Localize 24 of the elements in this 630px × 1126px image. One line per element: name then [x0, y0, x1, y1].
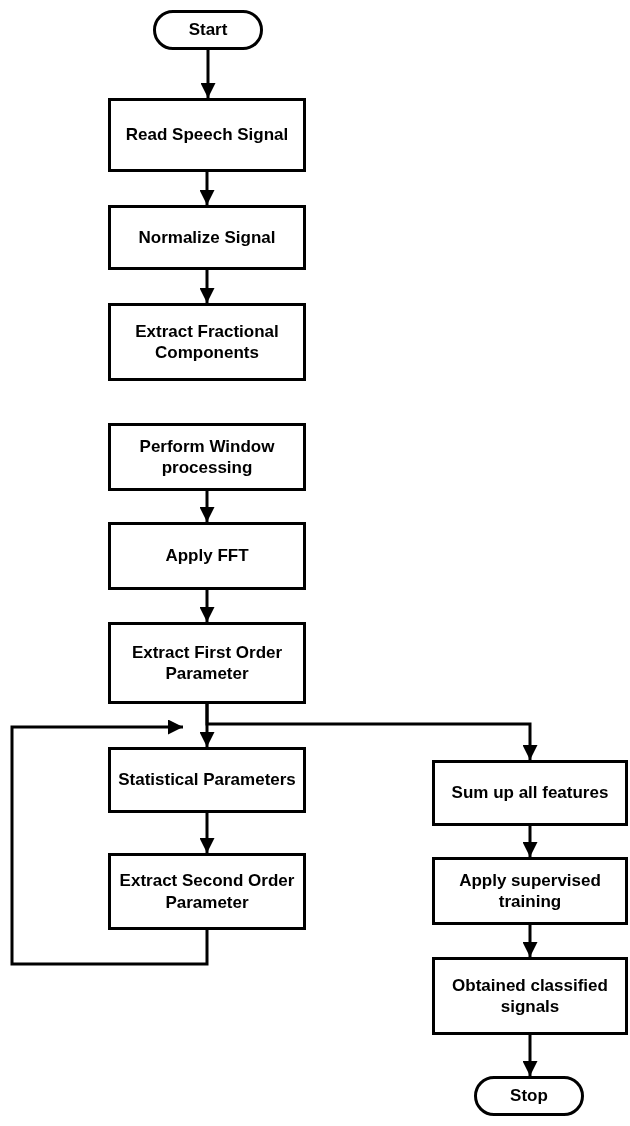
- process-box: Normalize Signal: [108, 205, 306, 270]
- process-box: Apply FFT: [108, 522, 306, 590]
- process-box: Read Speech Signal: [108, 98, 306, 172]
- arrow: [199, 590, 215, 622]
- terminal-box: Start: [153, 10, 263, 50]
- process-box: Obtained classified signals: [432, 957, 628, 1035]
- arrow: [522, 925, 538, 957]
- process-box: Perform Window processing: [108, 423, 306, 491]
- arrow: [205, 704, 538, 760]
- process-box: Extract First Order Parameter: [108, 622, 306, 704]
- process-box: Statistical Parameters: [108, 747, 306, 813]
- arrow: [200, 50, 216, 98]
- process-box: Extract Second Order Parameter: [108, 853, 306, 930]
- arrow: [199, 172, 215, 205]
- arrow: [10, 719, 209, 966]
- arrow: [522, 1035, 538, 1076]
- arrow: [199, 270, 215, 303]
- arrow: [199, 813, 215, 853]
- arrow: [522, 826, 538, 857]
- process-box: Extract Fractional Components: [108, 303, 306, 381]
- process-box: Sum up all features: [432, 760, 628, 826]
- terminal-box: Stop: [474, 1076, 584, 1116]
- arrow: [199, 491, 215, 522]
- process-box: Apply supervised training: [432, 857, 628, 925]
